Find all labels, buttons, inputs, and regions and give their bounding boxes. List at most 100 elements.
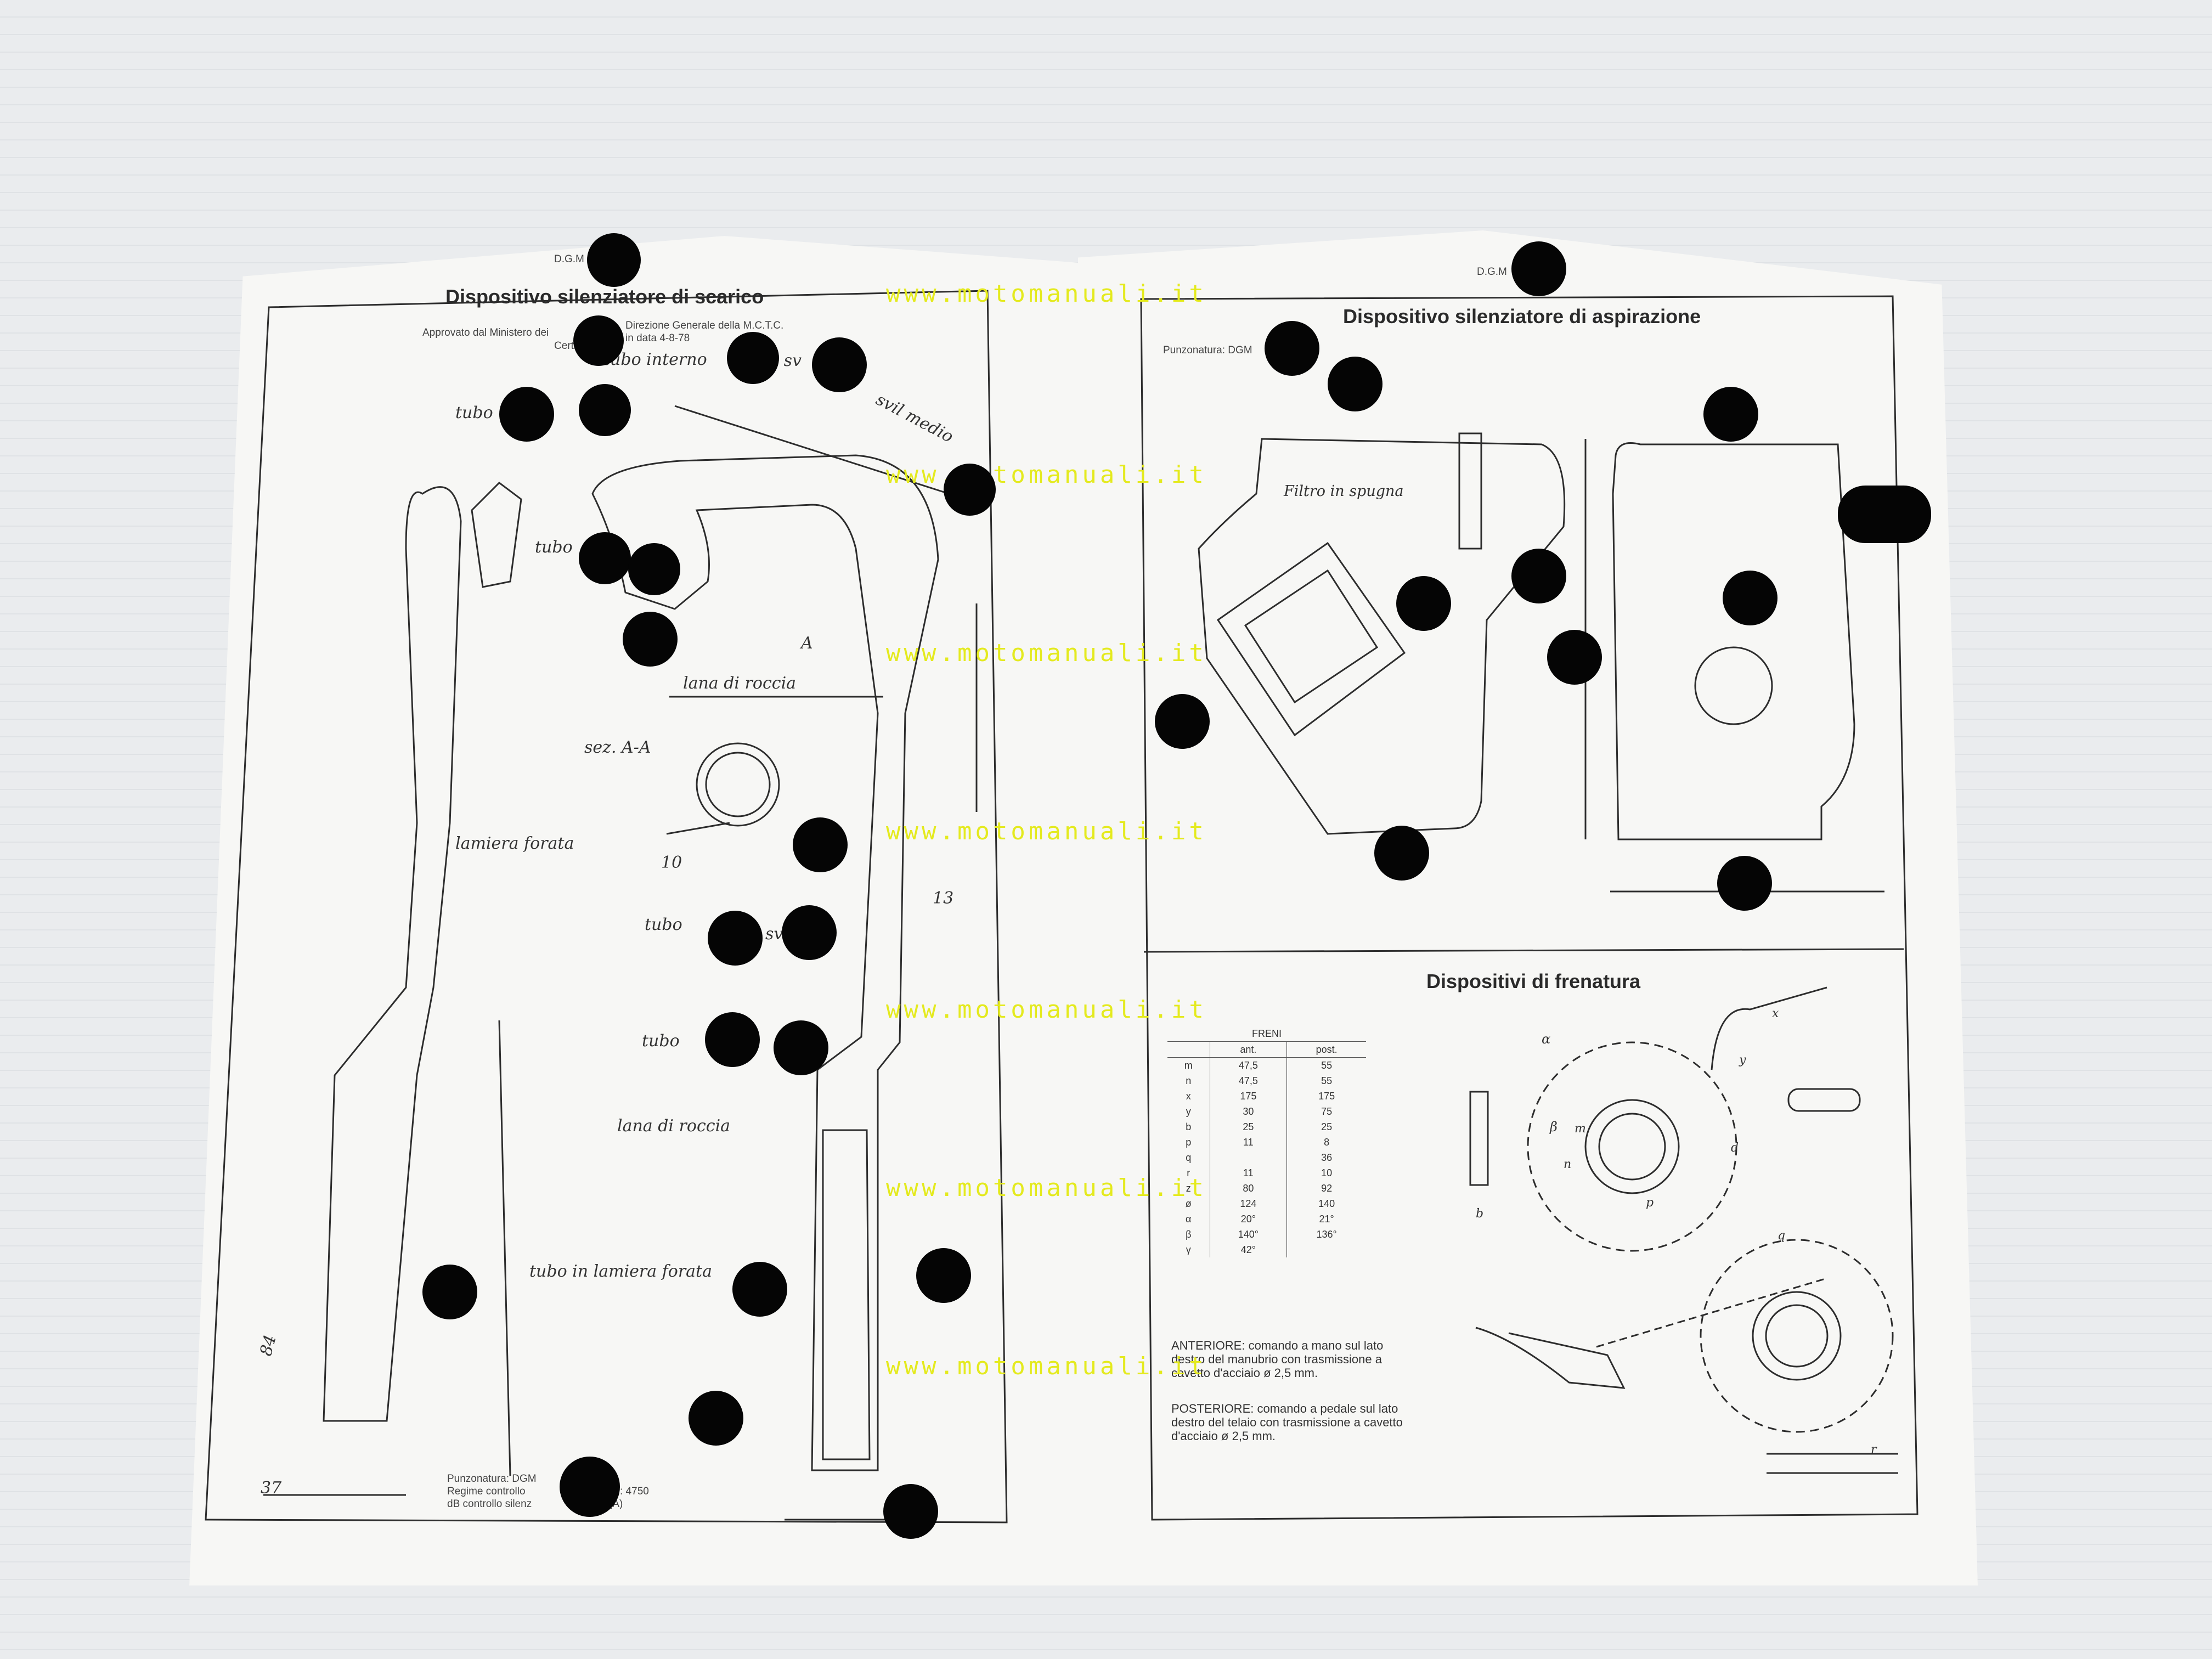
label-tubo-interno: tubo interno [603,350,707,369]
redaction-dot [1155,694,1210,749]
watermark-2: www.motomanuali.it [886,461,1207,489]
redaction-dot [689,1391,743,1446]
redaction-dot [499,387,554,442]
brake-value-post: 25 [1286,1119,1366,1135]
brake-value-ant: 11 [1209,1165,1287,1181]
label-tubo-phi-3: tubo [642,1031,680,1051]
brake-dim-n: n [1564,1158,1572,1171]
footer-line3: dB controllo silenz [447,1498,532,1510]
section-aa-circle [696,742,780,827]
brake-dim-r: r [1871,1443,1877,1457]
approval-line2b: in data 4-8-78 [625,332,690,344]
brake-pedal [1475,1327,1626,1389]
brake-col-post: post. [1286,1041,1366,1058]
brake-dim-beta: β [1550,1119,1558,1135]
brake-param-symbol: q [1186,1152,1192,1163]
note-posteriore: POSTERIORE: comando a pedale sul lato de… [1171,1402,1403,1443]
brake-value-ant: 20° [1209,1211,1287,1227]
brake-value-ant: 47,5 [1209,1057,1287,1073]
brake-param-symbol: m [1184,1059,1193,1071]
brake-dim-m: m [1575,1122,1586,1136]
exhaust-pipe-center [591,454,939,1471]
brake-dim-alpha: α [1542,1031,1551,1047]
brake-value-post: 92 [1286,1181,1366,1196]
label-lana-di-roccia-1: lana di roccia [683,674,797,693]
brake-value-ant: 30 [1209,1104,1287,1119]
label-dim-13: 13 [933,889,954,908]
brake-value-post: 36 [1286,1150,1366,1165]
intake-silencer-side [1198,438,1566,835]
redaction-dot [1703,387,1758,442]
redaction-dot [944,464,996,516]
redaction-dot [727,332,779,384]
watermark-4: www.motomanuali.it [886,817,1207,845]
redaction-dot [1838,486,1931,543]
brake-param-symbol: b [1186,1121,1192,1132]
footer-line2: Regime controllo [447,1486,526,1497]
approval-line1b: Direzione Generale della M.C.T.C. [625,320,784,331]
label-letter-a: A [801,634,813,653]
front-brake-shoe [1584,1099,1680,1194]
right-header: D.G.M [1477,266,1507,278]
left-page-frame [205,290,1008,1523]
brake-value-post: 140 [1286,1196,1366,1211]
handlebar-grip [1787,1088,1861,1112]
rear-brake-drum [1700,1239,1894,1433]
label-sez-aa: sez. A-A [584,738,651,757]
redaction-dot [1547,630,1602,685]
exhaust-outline-left [323,486,462,1422]
foam-filter-outer [1216,541,1406,737]
brake-value-ant: 25 [1209,1119,1287,1135]
redaction-dot [883,1484,938,1539]
redaction-dot [705,1012,760,1067]
intake-opening [1694,646,1773,725]
brake-value-post: 8 [1286,1135,1366,1150]
redaction-dot [1374,826,1429,881]
watermark-1: www.motomanuali.it [886,280,1207,308]
brake-value-ant: 140° [1209,1227,1287,1242]
right-page-divider [1143,948,1904,953]
brake-param-symbol: n [1186,1075,1192,1086]
redaction-dot [628,543,680,595]
brake-dim-b: b [1476,1207,1484,1221]
brake-param-symbol: r [1187,1167,1190,1178]
rear-brake-shoe [1752,1291,1842,1381]
brake-value-ant: 47,5 [1209,1073,1287,1088]
brake-value-ant: 11 [1209,1135,1287,1150]
label-tubo-phi-2-suffix: sv [765,924,783,944]
brake-value-ant: 42° [1209,1242,1287,1257]
brake-value-ant: 80 [1209,1181,1287,1196]
brake-param-symbol: p [1186,1136,1192,1148]
left-header: D.G.M [554,253,584,265]
redaction-dot [812,337,867,392]
label-lana-di-roccia-2: lana di roccia [617,1116,731,1136]
label-lamiera-forata: lamiera forata [455,834,574,853]
redaction-dot [1717,856,1772,911]
brake-param-symbol: α [1186,1213,1192,1224]
brake-param-symbol: y [1186,1105,1191,1117]
redaction-dot [774,1020,828,1075]
brake-param-symbol: γ [1186,1244,1191,1255]
brake-dim-x: x [1772,1007,1779,1020]
brake-table-row: α 20°21° [1167,1211,1366,1227]
redaction-dot [587,233,641,287]
brake-value-post: 21° [1286,1211,1366,1227]
redaction-dot [422,1265,477,1319]
watermark-5: www.motomanuali.it [886,996,1207,1024]
brake-param-symbol: ø [1185,1198,1192,1209]
redaction-dot [732,1262,787,1317]
watermark-3: www.motomanuali.it [886,639,1207,667]
watermark-7: www.motomanuali.it [886,1352,1207,1380]
brake-value-post: 55 [1286,1073,1366,1088]
redaction-dot [1511,241,1566,296]
redaction-dot [782,905,837,960]
watermark-6: www.motomanuali.it [886,1174,1207,1202]
brake-value-post: 136° [1286,1227,1366,1242]
